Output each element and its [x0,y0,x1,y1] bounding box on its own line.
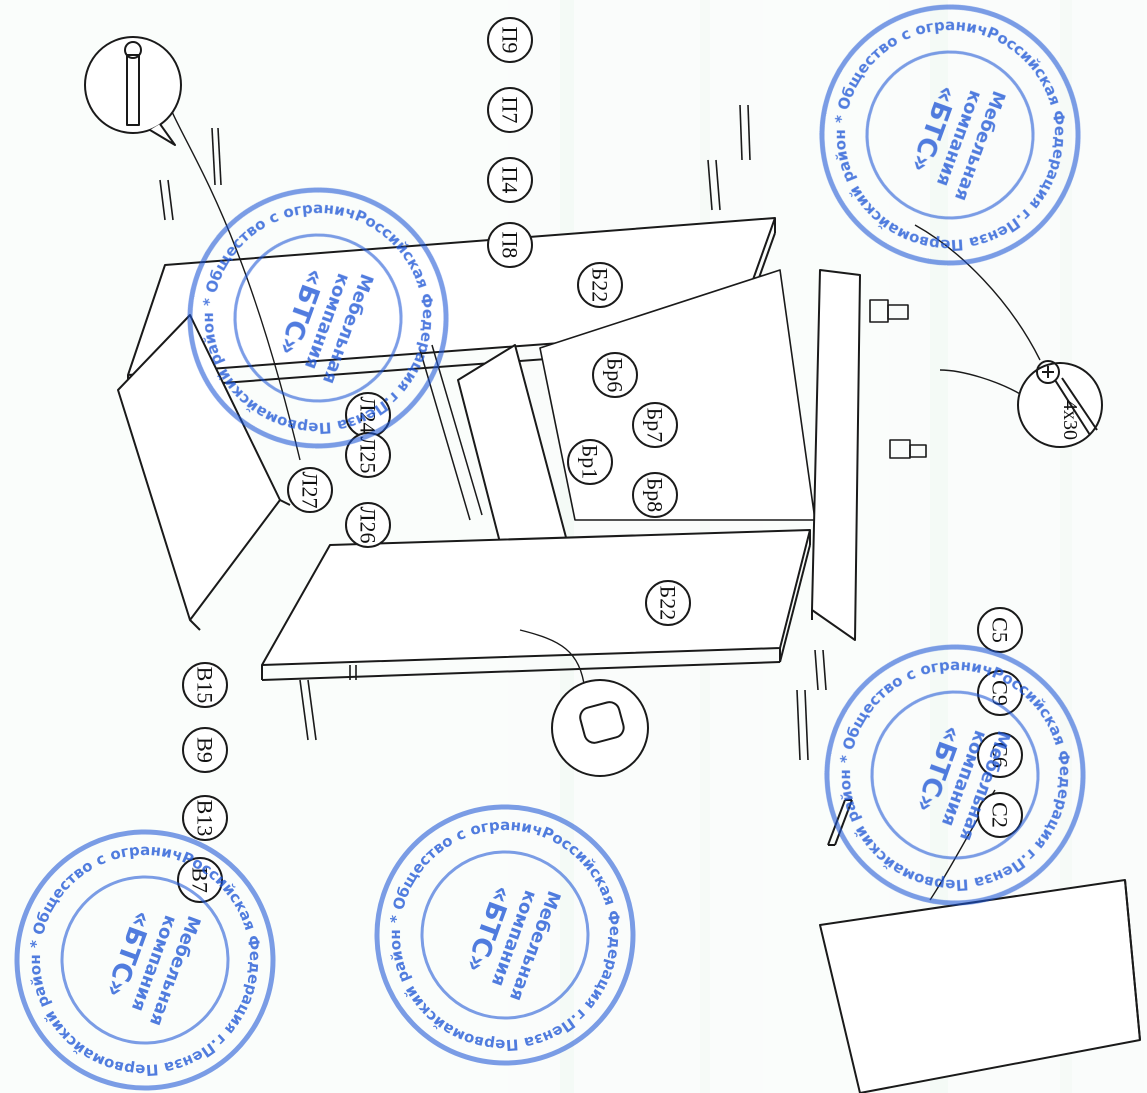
svg-text:В7: В7 [188,867,213,893]
screw-size-label: 4x30 [1059,400,1081,440]
label-shelf-group-1: Бр7 [632,402,678,448]
label-right-group-2: С6 [977,732,1023,778]
svg-text:Л25: Л25 [356,437,381,474]
label-right-group-0: С5 [977,607,1023,653]
svg-text:В15: В15 [193,667,218,704]
svg-text:В9: В9 [193,737,218,763]
svg-text:П9: П9 [498,27,523,54]
svg-text:П7: П7 [498,97,523,124]
label-left-group-3: Л27 [287,467,333,513]
label-shelf-group-0: Бр6 [592,352,638,398]
svg-text:Бр7: Бр7 [643,408,668,443]
dowel-pins [159,104,827,761]
door-panel [819,799,1141,1093]
line-art [84,36,1141,1093]
label-left-group-2: Л26 [345,502,391,548]
svg-text:С5: С5 [988,617,1013,643]
label-bottom-group-0: В15 [182,662,228,708]
svg-text:С2: С2 [988,802,1013,828]
svg-text:Л24: Л24 [356,397,381,434]
plinth-brackets [869,299,927,459]
svg-text:Б22: Б22 [588,268,613,303]
label-bottom-shelf: Б22 [645,580,691,626]
svg-text:П8: П8 [498,232,523,259]
label-top-shelf: Б22 [577,262,623,308]
svg-text:В13: В13 [193,800,218,837]
svg-text:Л26: Л26 [356,507,381,544]
magnifier-screw [84,36,182,146]
label-bottom-group-1: В9 [182,727,228,773]
label-bottom-group-2: В13 [182,795,228,841]
svg-text:Бр8: Бр8 [643,478,668,513]
magnifier-dowel [551,679,649,777]
label-top-group-3: П8 [487,222,533,268]
svg-text:П4: П4 [498,167,523,194]
label-shelf-group-2: Бр1 [567,439,613,485]
label-shelf-group-3: Бр8 [632,472,678,518]
label-left-group-0: Л24 [345,392,391,438]
magnifier-screw-4x30 [1017,360,1103,448]
left-side-panel [117,314,291,631]
svg-text:С6: С6 [988,742,1013,768]
label-left-group-1: Л25 [345,432,391,478]
label-top-group-0: П9 [487,17,533,63]
svg-text:Л27: Л27 [298,472,323,509]
svg-text:Бр1: Бр1 [578,445,603,480]
part-labels: П9 П7 П4 П8 Б22 Л24 Л25 Л26 Л27 Бр6 Бр7 … [177,17,1081,903]
label-top-group-1: П7 [487,87,533,133]
bottom-shelf-panel [261,529,811,681]
label-top-group-2: П4 [487,157,533,203]
plinth-panel [811,269,861,641]
label-right-group-3: С2 [977,792,1023,838]
svg-text:Б22: Б22 [656,586,681,621]
svg-text:Бр6: Бр6 [603,358,628,393]
